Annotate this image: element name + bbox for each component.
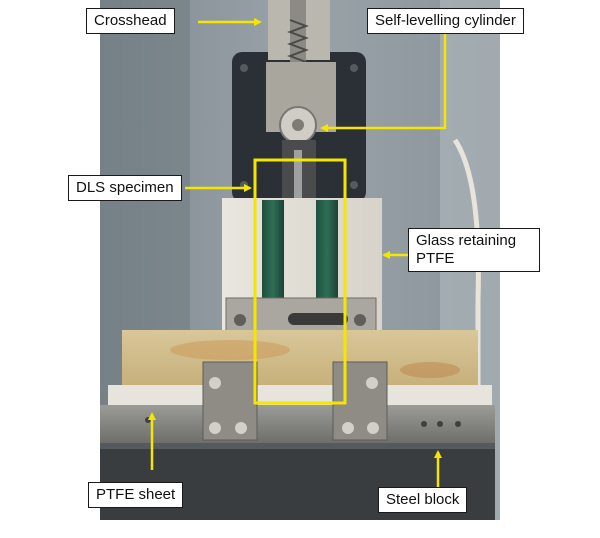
label-glass-retaining-ptfe-line1: Glass retaining	[416, 232, 517, 249]
label-glass-retaining-ptfe: Glass retaining PTFE	[408, 228, 540, 272]
air-pipe	[452, 138, 481, 420]
arrow-self-levelling-cylinder	[320, 34, 447, 132]
label-crosshead: Crosshead	[86, 8, 175, 34]
clamp-slot	[288, 313, 348, 325]
steel-block	[100, 405, 495, 443]
ptfe-sheet-top	[122, 330, 478, 390]
label-self-levelling-cylinder: Self-levelling cylinder	[367, 8, 524, 34]
label-ptfe-sheet: PTFE sheet	[88, 482, 184, 508]
dls-specimen-highlight	[253, 158, 347, 405]
label-dls-specimen: DLS specimen	[68, 175, 182, 201]
label-glass-retaining-ptfe-line2: PTFE	[416, 250, 455, 267]
label-steel-block: Steel block	[378, 487, 468, 513]
